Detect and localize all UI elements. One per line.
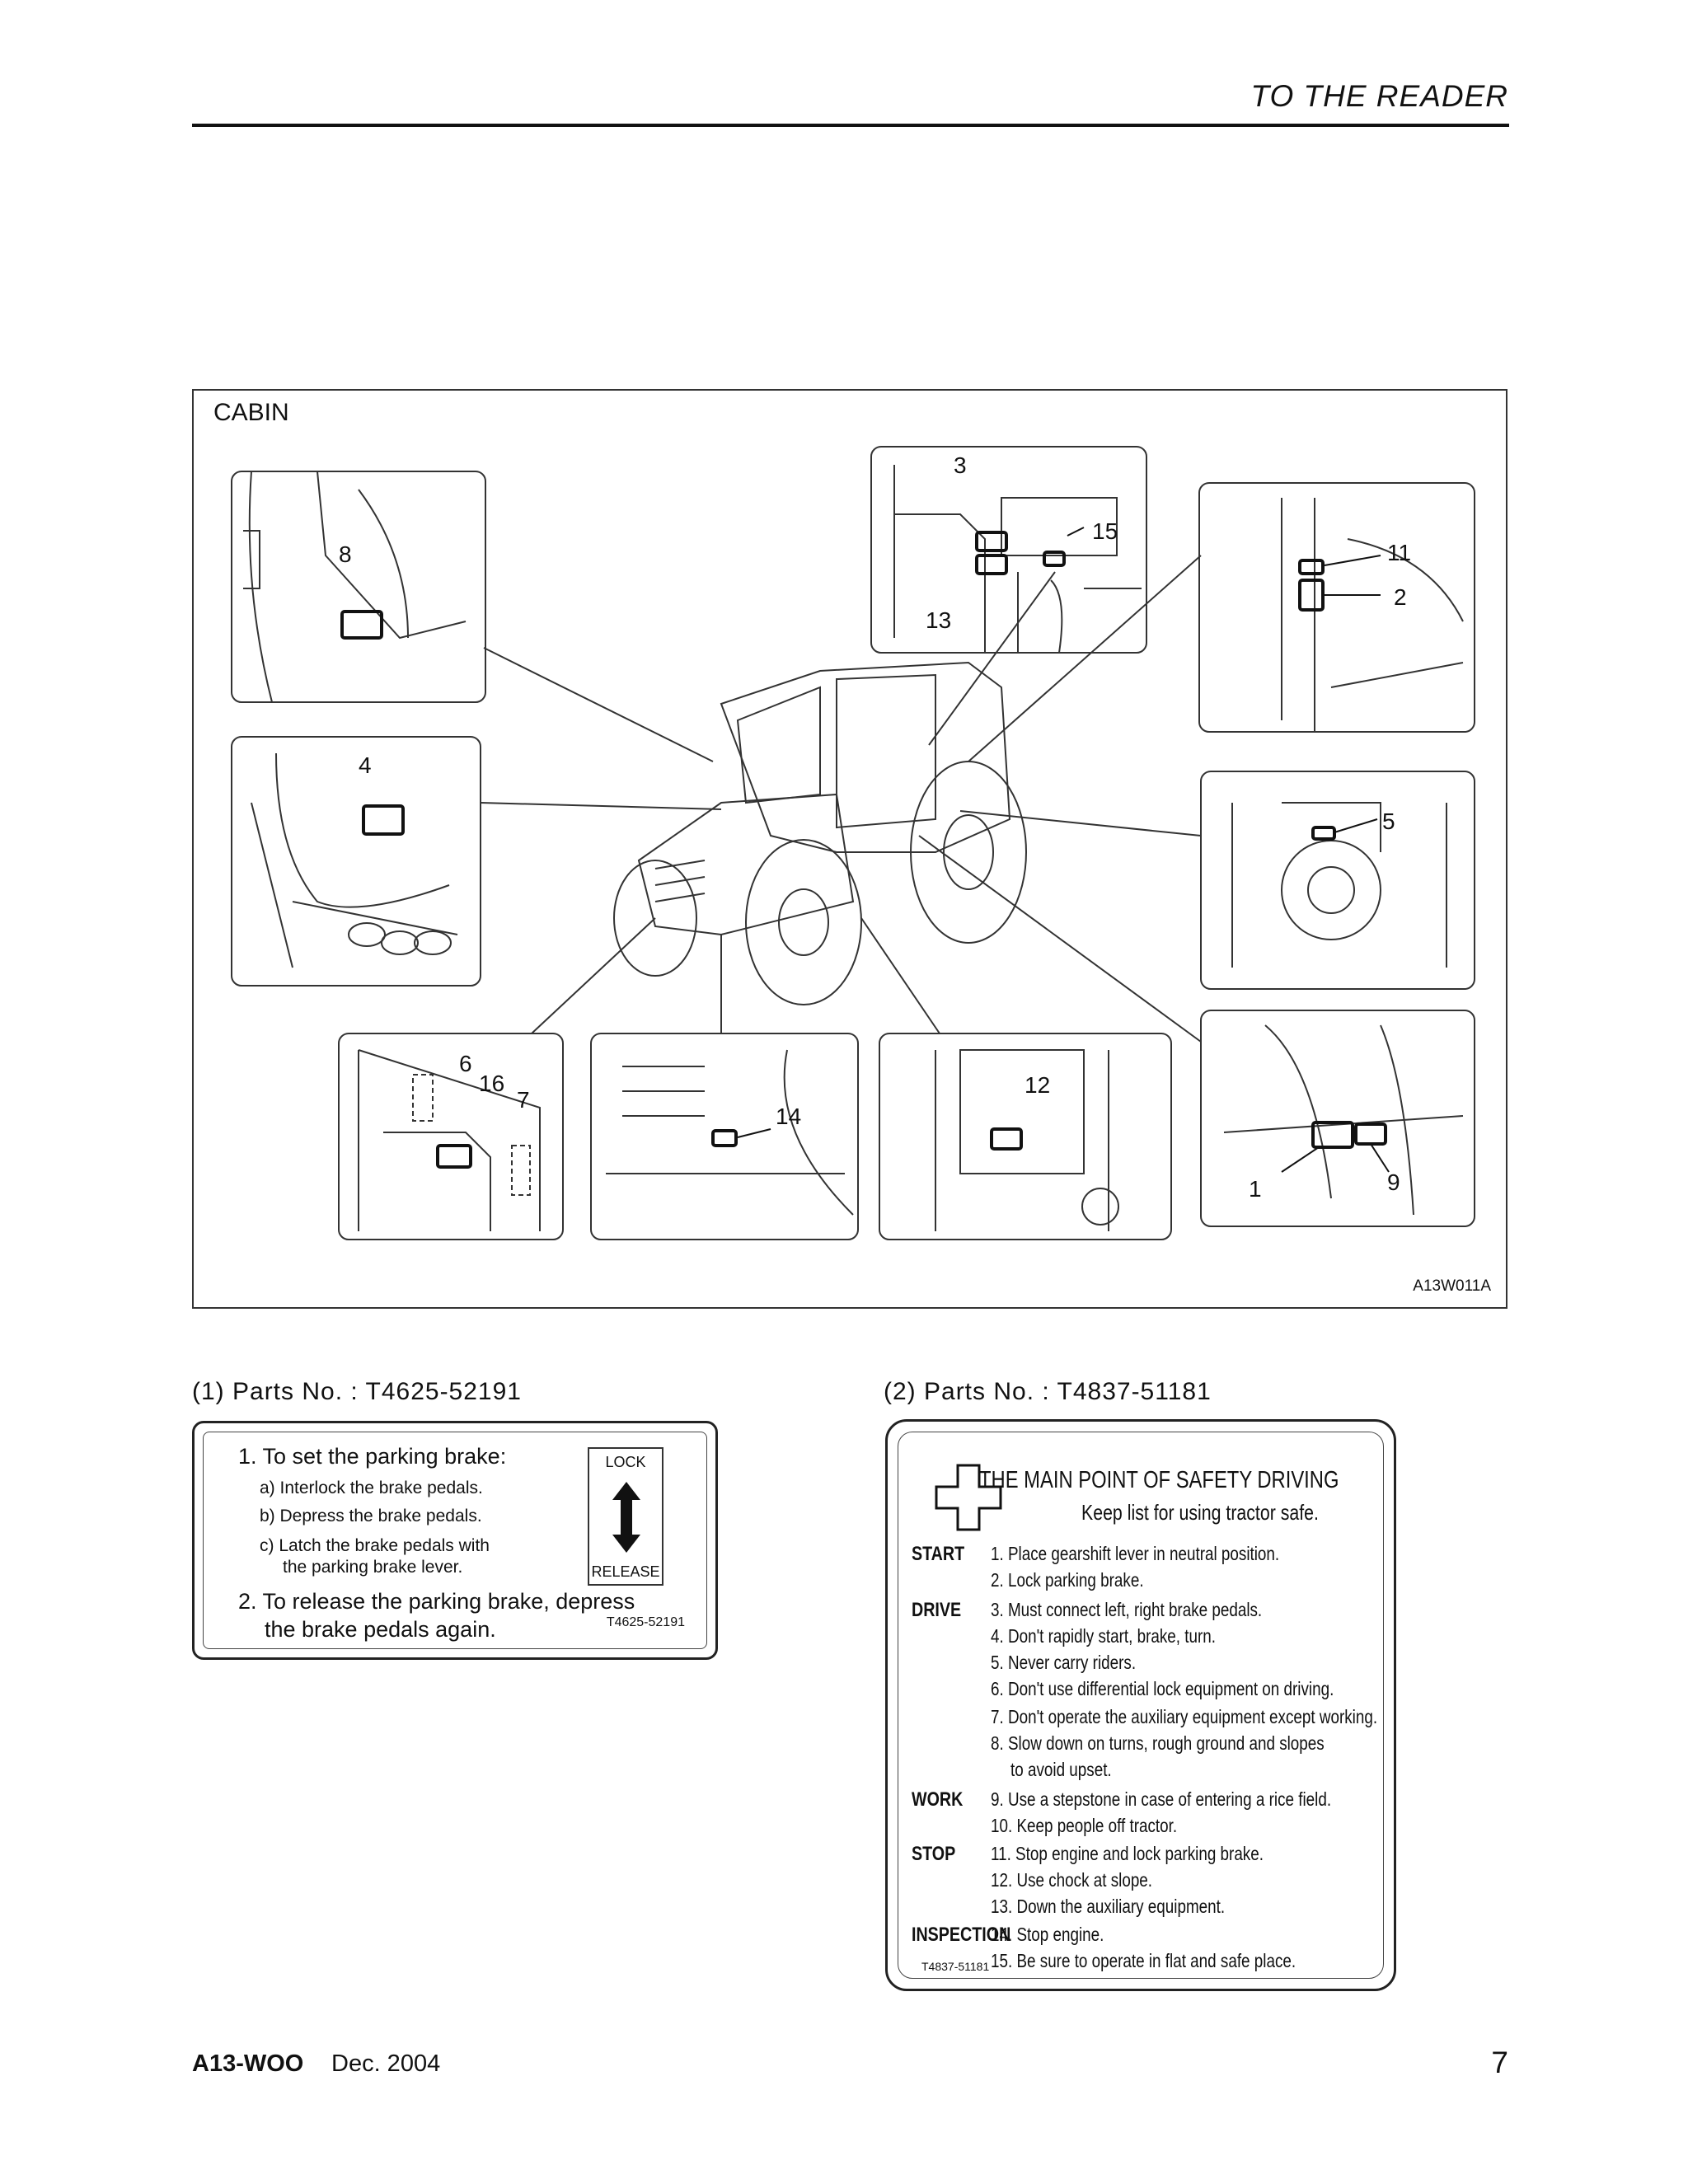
page-header-title: TO THE READER: [1250, 79, 1508, 113]
label1-line2: 2. To release the parking brake, depress: [238, 1589, 635, 1614]
cabin-label: CABIN: [213, 399, 289, 426]
label1-line1c-cont: the parking brake lever.: [283, 1558, 463, 1577]
cross-icon: [935, 1464, 1002, 1531]
callout-16: 16: [479, 1071, 504, 1096]
safety-item: 5. Never carry riders.: [991, 1652, 1137, 1673]
lock-text: LOCK: [605, 1454, 646, 1470]
callout-7: 7: [517, 1087, 530, 1113]
section-stop: STOP: [912, 1843, 956, 1865]
safety-item: 14. Stop engine.: [991, 1924, 1104, 1945]
safety-item: 9. Use a stepstone in case of entering a…: [991, 1788, 1332, 1810]
label1-inner-border: 1. To set the parking brake: a) Interloc…: [203, 1432, 707, 1649]
callout-12: 12: [1025, 1072, 1050, 1098]
section-work: WORK: [912, 1788, 964, 1811]
label1-line2-cont: the brake pedals again.: [265, 1617, 496, 1642]
lock-release-box: LOCK RELEASE: [588, 1447, 663, 1586]
callout-4: 4: [359, 752, 372, 778]
label2-title: THE MAIN POINT OF SAFETY DRIVING: [979, 1467, 1339, 1493]
section-drive: DRIVE: [912, 1599, 962, 1621]
safety-item: 7. Don't operate the auxiliary equipment…: [991, 1706, 1378, 1727]
section-inspection: INSPECTION: [912, 1924, 1011, 1946]
tractor-illustration: 8 3 15 13 11 2 4 5 6 16 7 14 12 1 9: [231, 446, 1475, 1240]
callout-6: 6: [459, 1051, 472, 1076]
figure-code: A13W011A: [1413, 1277, 1491, 1295]
release-text: RELEASE: [591, 1563, 660, 1580]
callout-1: 1: [1249, 1176, 1262, 1202]
label1-line1: 1. To set the parking brake:: [238, 1444, 507, 1469]
safety-item: 12. Use chock at slope.: [991, 1869, 1153, 1891]
callout-9: 9: [1387, 1169, 1400, 1195]
safety-item: 6. Don't use differential lock equipment…: [991, 1678, 1334, 1699]
callout-2: 2: [1394, 584, 1407, 610]
label1-line1b: b) Depress the brake pedals.: [260, 1507, 482, 1526]
label2-code: T4837-51181: [921, 1960, 990, 1973]
footer-date: Dec. 2004: [331, 2050, 441, 2077]
header-rule: [192, 124, 1509, 127]
safety-item: 15. Be sure to operate in flat and safe …: [991, 1950, 1296, 1971]
callout-13: 13: [926, 607, 951, 633]
label2-inner-border: THE MAIN POINT OF SAFETY DRIVING Keep li…: [898, 1432, 1384, 1979]
callout-14: 14: [776, 1104, 801, 1129]
cabin-figure: 8 3 15 13 11 2 4 5 6 16 7 14 12 1 9 CABI…: [192, 389, 1507, 1309]
label1-line1a: a) Interlock the brake pedals.: [260, 1479, 483, 1497]
safety-item: 13. Down the auxiliary equipment.: [991, 1896, 1226, 1917]
safety-item: 10. Keep people off tractor.: [991, 1815, 1178, 1836]
callout-8: 8: [339, 541, 352, 567]
safety-item: 11. Stop engine and lock parking brake.: [991, 1843, 1264, 1864]
callout-5: 5: [1382, 808, 1395, 834]
label1-line1c: c) Latch the brake pedals with: [260, 1536, 490, 1555]
callout-3: 3: [954, 452, 967, 478]
parts-title-2: (2) Parts No. : T4837-51181: [884, 1378, 1212, 1405]
safety-item: 1. Place gearshift lever in neutral posi…: [991, 1543, 1280, 1564]
safety-item: 3. Must connect left, right brake pedals…: [991, 1599, 1263, 1620]
page-number: 7: [1491, 2046, 1508, 2079]
safety-driving-label: THE MAIN POINT OF SAFETY DRIVING Keep li…: [885, 1419, 1396, 1991]
label1-code: T4625-52191: [606, 1615, 685, 1629]
double-arrow-icon: [612, 1482, 640, 1553]
footer-code: A13-WOO: [192, 2050, 304, 2077]
parking-brake-label: 1. To set the parking brake: a) Interloc…: [192, 1421, 718, 1660]
parts-title-1: (1) Parts No. : T4625-52191: [192, 1378, 522, 1405]
safety-item: 8. Slow down on turns, rough ground and …: [991, 1732, 1325, 1754]
safety-item: 4. Don't rapidly start, brake, turn.: [991, 1625, 1217, 1647]
callout-15: 15: [1092, 518, 1118, 544]
callout-11: 11: [1387, 540, 1411, 565]
label2-subtitle: Keep list for using tractor safe.: [1081, 1500, 1319, 1525]
safety-item: 2. Lock parking brake.: [991, 1569, 1144, 1591]
safety-item: to avoid upset.: [1010, 1759, 1112, 1780]
section-start: START: [912, 1543, 965, 1565]
